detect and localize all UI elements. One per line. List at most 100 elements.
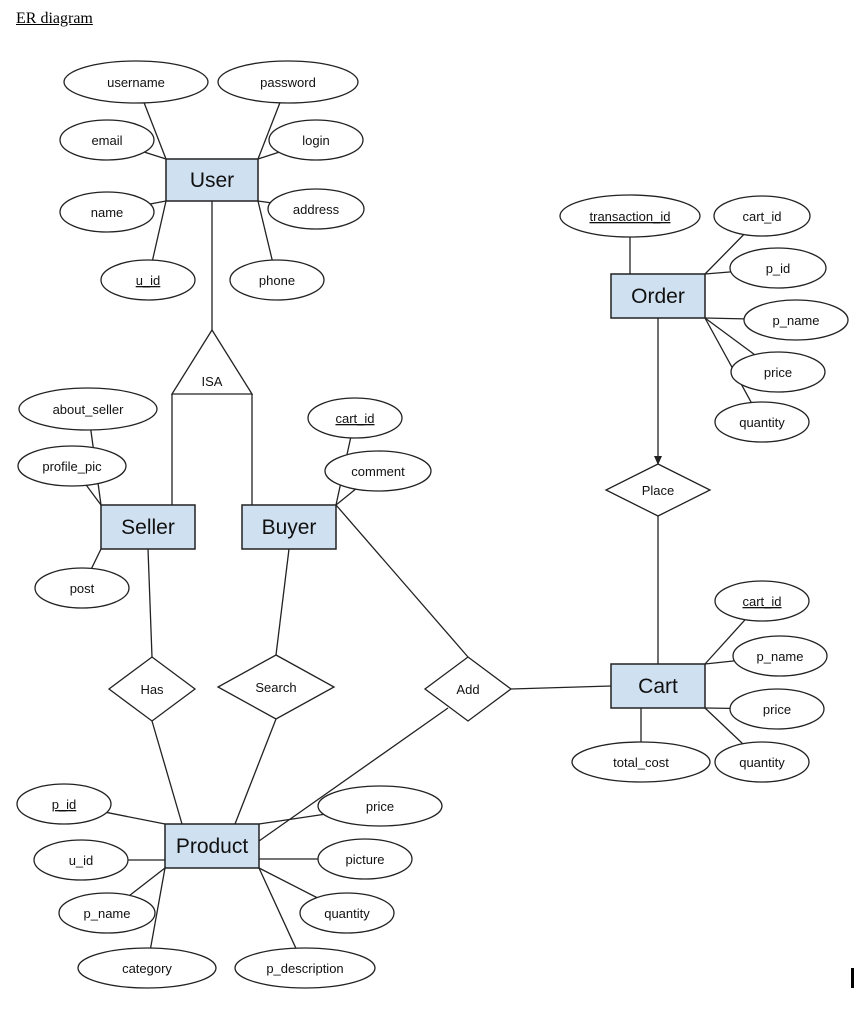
entity-product: Product <box>164 823 260 869</box>
attribute-link <box>258 813 324 825</box>
isa-label: ISA <box>202 374 223 389</box>
attribute-seller-about-seller: about_seller <box>18 387 158 431</box>
attribute-label: p_id <box>766 261 791 276</box>
entity-label: Product <box>176 835 249 858</box>
attribute-ellipse <box>268 119 364 161</box>
attribute-buyer-cart-id: cart_id <box>307 397 403 439</box>
attribute-label: cart_id <box>742 594 781 609</box>
attribute-label: comment <box>351 464 405 479</box>
attribute-label: about_seller <box>53 402 124 417</box>
attribute-label: p_name <box>773 313 820 328</box>
attribute-user-address: address <box>267 188 365 230</box>
attribute-label: password <box>260 75 316 90</box>
attribute-label: p_name <box>757 649 804 664</box>
entity-label: User <box>190 169 234 192</box>
attribute-ellipse <box>571 741 711 783</box>
entity-label: Cart <box>638 675 678 698</box>
entity-label: Buyer <box>262 516 317 539</box>
attribute-product-p-id: p_id <box>16 783 112 825</box>
attribute-link <box>258 867 318 899</box>
entity-box <box>164 823 260 869</box>
attribute-ellipse <box>732 635 828 677</box>
attribute-ellipse <box>229 259 325 301</box>
attribute-product-picture: picture <box>317 838 413 880</box>
entity-label: Order <box>631 285 685 308</box>
attribute-label: u_id <box>136 273 161 288</box>
attribute-label: total_cost <box>613 755 669 770</box>
attribute-label: username <box>107 75 165 90</box>
attribute-link <box>149 867 166 949</box>
attribute-seller-post: post <box>34 567 130 609</box>
attribute-label: u_id <box>69 853 94 868</box>
attribute-ellipse <box>63 60 209 104</box>
attribute-link <box>704 619 746 665</box>
attribute-ellipse <box>317 838 413 880</box>
attribute-user-password: password <box>217 60 359 104</box>
attribute-link <box>149 200 167 205</box>
attribute-link <box>144 151 167 160</box>
attribute-order-p-id: p_id <box>729 247 827 289</box>
attribute-label: quantity <box>739 415 785 430</box>
attribute-product-p-description: p_description <box>234 947 376 989</box>
relationship-label: Search <box>255 680 296 695</box>
attribute-order-quantity: quantity <box>714 401 810 443</box>
attribute-link <box>335 488 357 506</box>
attribute-link <box>704 234 745 275</box>
attribute-cart-p-name: p_name <box>732 635 828 677</box>
attribute-link <box>143 102 167 160</box>
attribute-label: cart_id <box>335 411 374 426</box>
attribute-ellipse <box>16 783 112 825</box>
attribute-buyer-comment: comment <box>324 450 432 492</box>
attribute-ellipse <box>34 567 130 609</box>
attribute-order-price: price <box>730 351 826 393</box>
attribute-label: quantity <box>739 755 785 770</box>
attribute-seller-profile-pic: profile_pic <box>17 445 127 487</box>
attribute-product-u-id: u_id <box>33 839 129 881</box>
attribute-ellipse <box>299 892 395 934</box>
attribute-user-login: login <box>268 119 364 161</box>
attribute-product-p-name: p_name <box>58 892 156 934</box>
attribute-ellipse <box>729 247 827 289</box>
attribute-ellipse <box>729 688 825 730</box>
attribute-label: name <box>91 205 124 220</box>
attribute-ellipse <box>59 191 155 233</box>
attribute-link <box>151 200 167 261</box>
attribute-label: phone <box>259 273 295 288</box>
attribute-label: quantity <box>324 906 370 921</box>
relationship-diamond <box>216 654 336 720</box>
attribute-link <box>90 548 102 569</box>
relationship-label: Has <box>140 682 164 697</box>
relationship-diamond <box>423 656 513 722</box>
entity-seller: Seller <box>100 504 196 550</box>
relationship-place: Place <box>604 463 712 517</box>
relationship-diamond <box>604 463 712 517</box>
attribute-link <box>257 200 273 261</box>
arrow-head <box>654 456 662 465</box>
attribute-label: cart_id <box>742 209 781 224</box>
attribute-ellipse <box>713 195 811 237</box>
attribute-order-cart-id: cart_id <box>713 195 811 237</box>
entity-box <box>610 663 706 709</box>
attribute-ellipse <box>714 580 810 622</box>
attribute-product-quantity: quantity <box>299 892 395 934</box>
entity-box <box>610 273 706 319</box>
attribute-ellipse <box>217 60 359 104</box>
attribute-ellipse <box>17 445 127 487</box>
attribute-cart-cart-id: cart_id <box>714 580 810 622</box>
attribute-ellipse <box>234 947 376 989</box>
attribute-label: price <box>764 365 792 380</box>
attribute-label: p_id <box>52 797 77 812</box>
attribute-ellipse <box>324 450 432 492</box>
attribute-ellipse <box>58 892 156 934</box>
entity-buyer: Buyer <box>241 504 337 550</box>
attribute-label: picture <box>345 852 384 867</box>
diagram-edges <box>85 102 755 949</box>
attribute-link <box>704 317 752 403</box>
entity-cart: Cart <box>610 663 706 709</box>
attribute-label: p_description <box>266 961 343 976</box>
attribute-user-username: username <box>63 60 209 104</box>
attribute-label: profile_pic <box>42 459 102 474</box>
entity-label: Seller <box>121 516 175 539</box>
